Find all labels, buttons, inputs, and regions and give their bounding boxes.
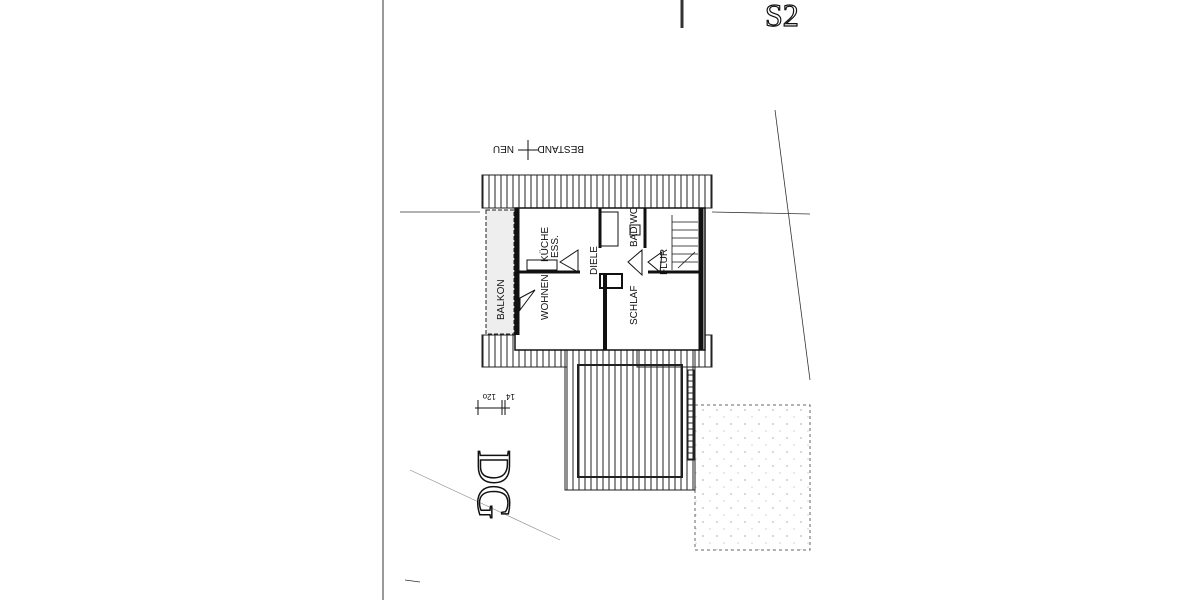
room-label-bad: BAD WC <box>629 207 640 247</box>
room-label-wohnen: WOHNEN <box>540 274 551 320</box>
terrace-side-strip <box>687 369 695 461</box>
orientation-note: BESTAND NEU <box>493 140 584 160</box>
room-label-balkon: BALKON <box>496 279 507 320</box>
room-label-ess: ESS. <box>550 235 561 258</box>
level-label: DG <box>467 450 520 519</box>
orientation-label-neu: NEU <box>493 143 514 154</box>
room-label-kueche: KÜCHE <box>539 227 551 262</box>
terrace <box>564 349 696 491</box>
roof-top <box>481 174 713 209</box>
walls <box>514 208 704 350</box>
site-lines <box>382 0 811 600</box>
neighbour-plot <box>694 404 811 551</box>
dimension-label: 14 <box>506 392 515 401</box>
kitchen-unit <box>599 211 619 247</box>
room-label-schlaf: SCHLAF <box>629 286 640 325</box>
dimension-label: 12o <box>482 392 496 401</box>
orientation-label-bestand: BESTAND <box>538 143 585 154</box>
door-swings <box>519 248 663 312</box>
washbasin <box>629 224 641 236</box>
corner-mark: S2 <box>765 0 799 33</box>
chimney <box>599 273 623 289</box>
room-label-flur: FLUR <box>659 249 670 275</box>
kitchen-counter <box>526 259 558 271</box>
room-label-diele: DIELE <box>589 246 600 275</box>
staircase <box>671 215 698 270</box>
terrace-inner-frame <box>577 364 683 478</box>
dimension-marks: 14 12o <box>475 392 515 415</box>
balcony <box>485 209 515 335</box>
